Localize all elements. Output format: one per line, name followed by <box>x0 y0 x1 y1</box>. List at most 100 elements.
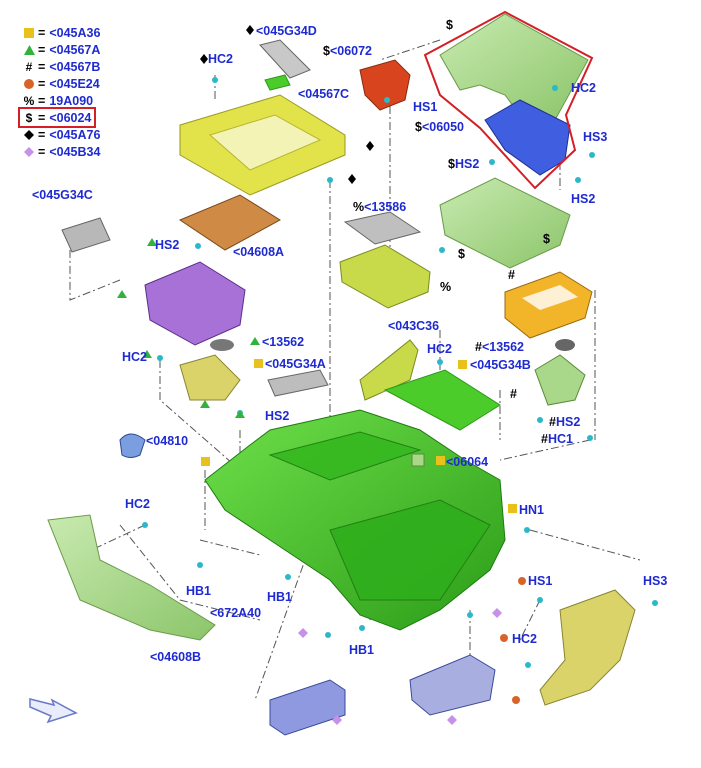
legend-equals: = <box>38 93 46 108</box>
callout-hs1-right: HS1 <box>528 574 553 588</box>
callout-hs3-right: HS3 <box>643 574 668 588</box>
lavender-diamond-markers <box>298 608 502 725</box>
mark-dollar-top: $ <box>446 18 453 32</box>
lid-group <box>423 10 594 190</box>
callout-hs1-top: HS1 <box>413 100 438 114</box>
callout-13562-right: #<13562 <box>475 340 525 354</box>
callout-672A40: <672A40 <box>210 606 262 620</box>
callout-045G34A: <045G34A <box>265 357 326 371</box>
orange-pad-part <box>178 194 281 251</box>
callout-hs2-left: HS2 <box>155 238 180 252</box>
legend-code: <04567A <box>49 42 101 57</box>
plug-part <box>210 339 234 351</box>
triangle-markers <box>117 238 260 418</box>
callout-hc2-center: HC2 <box>427 342 453 356</box>
callout-hs2-right: HS2 <box>571 192 596 206</box>
callout-hs2-lid: $HS2 <box>448 157 480 171</box>
callout-13586: %<13586 <box>353 200 407 214</box>
callout-hb1-left: HB1 <box>186 584 212 598</box>
legend-row: #=<04567B <box>22 58 172 75</box>
callout-hc2-top: HC2 <box>208 52 234 66</box>
legend-row: =<045B34 <box>22 143 172 160</box>
legend-row: =<04567A <box>22 41 172 58</box>
callout-hn1: HN1 <box>519 503 545 517</box>
flap-part <box>359 339 419 401</box>
diamond-icon <box>22 146 36 157</box>
callout-045G34B: <045G34B <box>470 358 531 372</box>
mark-dollar-low: $ <box>543 232 550 246</box>
callout-hc2-right: HC2 <box>571 81 597 95</box>
triangle-icon <box>22 44 36 55</box>
callout-045G34D: <045G34D <box>256 24 317 38</box>
legend-symbol: $ <box>25 110 33 125</box>
callout-06072: $<06072 <box>323 44 373 58</box>
callout-06050: $<06050 <box>415 120 465 134</box>
legend-equals: = <box>38 110 46 125</box>
callout-06064: <06064 <box>446 455 489 469</box>
right-cupholder-part <box>534 354 586 406</box>
green-strip-part <box>264 74 291 91</box>
left-bracket-part <box>269 679 346 736</box>
legend-code: <06024 <box>49 110 92 125</box>
callout-hc2-right-bottom: HC2 <box>512 632 538 646</box>
legend-code: <045A36 <box>49 25 101 40</box>
right-bracket-part <box>409 654 496 716</box>
fasteners <box>142 77 658 668</box>
right-trim-part <box>539 589 636 706</box>
black-diamond-markers <box>200 25 374 184</box>
purple-bin-part <box>144 261 246 346</box>
legend-row: $ =<06024 <box>18 107 96 128</box>
legend-row: =<045E24 <box>22 75 172 92</box>
legend-row: =<045A76 <box>22 126 172 143</box>
callout-hb1-mid: HB1 <box>267 590 293 604</box>
side-trim-part <box>47 514 216 641</box>
callout-043C36: <043C36 <box>388 319 440 333</box>
legend-code: <045A76 <box>49 127 101 142</box>
legend-row: =<045A36 <box>22 24 172 41</box>
square-markers <box>201 359 517 513</box>
callout-04810: <04810 <box>146 434 189 448</box>
grey-mat-13586 <box>343 211 422 245</box>
callout-hc1: #HC1 <box>541 432 573 446</box>
legend-equals: = <box>38 76 46 91</box>
tray-part <box>439 177 571 269</box>
legend-equals: = <box>38 144 46 159</box>
legend-equals: = <box>38 127 46 142</box>
callout-04608A: <04608A <box>233 245 285 259</box>
mark-hash-bezel: # <box>508 268 515 282</box>
legend-row: %=19A090 <box>22 92 172 109</box>
grey-mat-part <box>61 217 111 253</box>
square-icon <box>22 27 36 38</box>
callout-hs2-cup: HS2 <box>265 409 290 423</box>
cup-part <box>119 433 146 458</box>
highlight-outline <box>423 10 594 190</box>
diamond-icon <box>22 129 36 140</box>
callout-hs2-cupright: #HS2 <box>549 415 581 429</box>
mark-percent: % <box>440 280 452 294</box>
cup-holder-part <box>179 354 241 401</box>
small-bracket-part <box>259 39 311 79</box>
callout-hb1-bottom: HB1 <box>349 643 375 657</box>
legend-equals: = <box>38 25 46 40</box>
legend-code: <045B34 <box>49 144 101 159</box>
legend-code: <04567B <box>49 59 101 74</box>
legend-code: <045E24 <box>49 76 100 91</box>
orientation-arrow-icon <box>29 698 78 724</box>
circle-icon <box>22 78 36 89</box>
box-part <box>339 244 431 309</box>
callout-hs3-top: HS3 <box>583 130 608 144</box>
grey-strip-part <box>267 369 329 397</box>
legend-symbol: # <box>25 59 33 74</box>
circle-markers <box>500 577 526 704</box>
callout-hc2-purple: HC2 <box>122 350 148 364</box>
red-bracket-part <box>359 59 411 111</box>
callout-045G34C: <045G34C <box>32 188 93 202</box>
legend: =<045A36=<04567A#=<04567B=<045E24%=19A09… <box>18 24 172 160</box>
callout-hc2-trim: HC2 <box>125 497 151 511</box>
green-mat-part <box>383 369 501 431</box>
mark-dollar-tray: $ <box>458 247 465 261</box>
legend-code: 19A090 <box>49 93 94 108</box>
callout-04567C: <04567C <box>298 87 350 101</box>
legend-symbol: % <box>23 93 35 108</box>
